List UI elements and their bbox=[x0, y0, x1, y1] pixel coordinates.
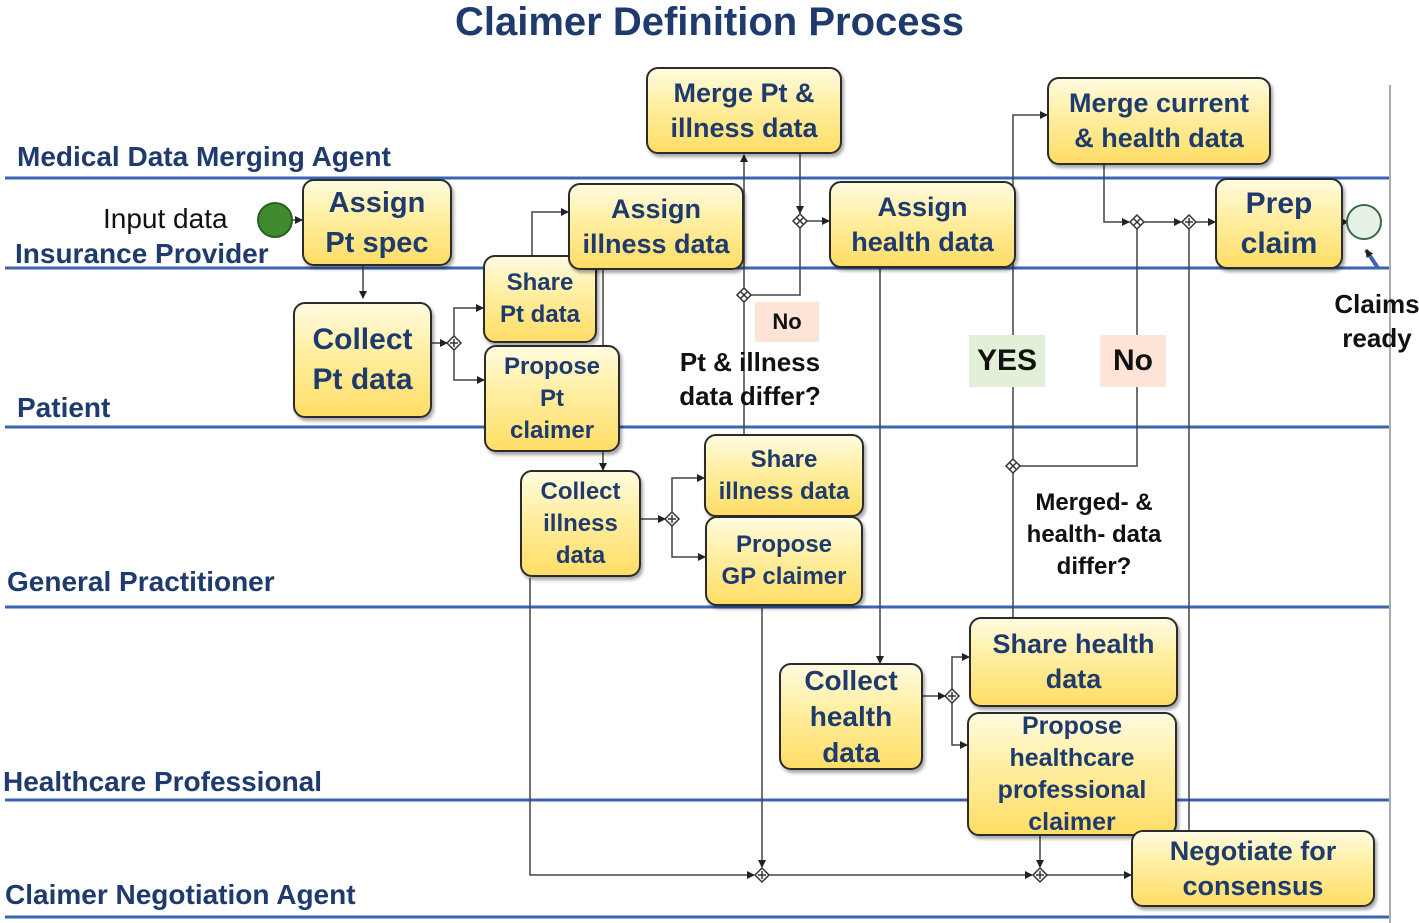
lane-label-patient: Patient bbox=[17, 392, 111, 423]
task-propose-pt-claimer[interactable]: Propose Pt claimer bbox=[484, 345, 620, 452]
gateways bbox=[445, 212, 1198, 884]
pt-illness-differ-question: Pt & illness data differ? bbox=[679, 347, 821, 411]
task-share-illness-data[interactable]: Share illness data bbox=[704, 434, 864, 517]
task-merge-current-health-data[interactable]: Merge current & health data bbox=[1047, 77, 1271, 165]
claims-ready-label: Claims ready bbox=[1334, 289, 1419, 353]
task-propose-gp-claimer[interactable]: Propose GP claimer bbox=[705, 516, 863, 606]
parallel-gateway-icon bbox=[753, 866, 771, 884]
lane-label-claimer-negotiation-agent: Claimer Negotiation Agent bbox=[5, 879, 356, 910]
task-negotiate-for-consensus[interactable]: Negotiate for consensus bbox=[1131, 830, 1375, 907]
yes-branch-tag: YES bbox=[969, 335, 1045, 387]
merged-health-differ-question: Merged- & health- data differ? bbox=[1026, 489, 1162, 580]
parallel-gateway-icon bbox=[943, 687, 961, 705]
parallel-gateway-icon bbox=[1180, 213, 1198, 231]
task-merge-pt-illness-data[interactable]: Merge Pt & illness data bbox=[646, 67, 842, 154]
task-collect-pt-data[interactable]: Collect Pt data bbox=[293, 302, 432, 418]
exclusive-gateway-icon bbox=[1004, 457, 1022, 475]
lane-label-medical-data-merging-agent: Medical Data Merging Agent bbox=[17, 141, 391, 172]
start-event-icon bbox=[257, 202, 293, 238]
task-collect-health-data[interactable]: Collect health data bbox=[779, 663, 923, 770]
end-event-icon bbox=[1346, 204, 1382, 240]
no-branch-tag: No bbox=[1100, 335, 1166, 387]
lane-label-insurance-provider: Insurance Provider bbox=[15, 238, 269, 269]
lane-label-healthcare-professional: Healthcare Professional bbox=[3, 766, 323, 797]
lane-label-general-practitioner: General Practitioner bbox=[7, 566, 275, 597]
task-assign-health-data[interactable]: Assign health data bbox=[829, 181, 1016, 268]
page-title: Claimer Definition Process bbox=[454, 0, 965, 44]
input-data-label: Input data bbox=[103, 203, 228, 234]
parallel-gateway-icon bbox=[663, 510, 681, 528]
lane-lines bbox=[5, 176, 1390, 919]
exclusive-gateway-icon bbox=[791, 212, 809, 230]
task-collect-illness-data[interactable]: Collect illness data bbox=[520, 470, 641, 577]
parallel-gateway-icon bbox=[445, 334, 463, 352]
claims-ready-pointer bbox=[1364, 248, 1380, 270]
task-assign-illness-data[interactable]: Assign illness data bbox=[568, 183, 744, 270]
task-prep-claim[interactable]: Prep claim bbox=[1215, 178, 1343, 269]
task-propose-healthcare-professional-claimer[interactable]: Propose healthcare professional claimer bbox=[967, 712, 1177, 836]
parallel-gateway-icon bbox=[1031, 866, 1049, 884]
task-share-health-data[interactable]: Share health data bbox=[969, 617, 1178, 707]
task-assign-pt-spec[interactable]: Assign Pt spec bbox=[302, 179, 452, 266]
no-branch-tag: No bbox=[755, 302, 819, 342]
exclusive-gateway-icon bbox=[1128, 213, 1146, 231]
exclusive-gateway-icon bbox=[735, 286, 753, 304]
